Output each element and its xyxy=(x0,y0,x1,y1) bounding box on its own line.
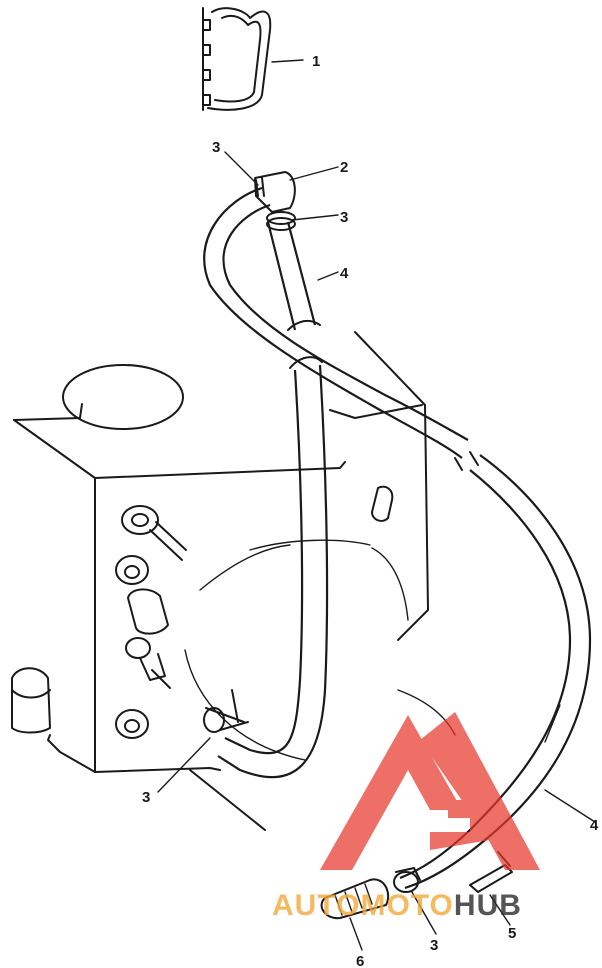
callout-5: 5 xyxy=(508,925,516,942)
part-4-hose-long xyxy=(399,451,592,890)
side-bracket xyxy=(11,667,51,734)
part-3-clamp-bottom xyxy=(393,867,421,893)
part-3-clamp-top xyxy=(266,211,296,231)
part-3-clamp-lower xyxy=(203,689,249,733)
callout-3-top-left: 3 xyxy=(212,139,220,156)
fuel-tank xyxy=(13,331,561,831)
callout-4-right: 4 xyxy=(590,817,599,834)
part-1-edge-trim xyxy=(202,7,272,111)
automotohub-watermark-logo xyxy=(320,712,540,870)
callout-3-lower-left: 3 xyxy=(142,789,150,806)
callout-3-bottom: 3 xyxy=(430,937,438,954)
part-4-hose-vertical xyxy=(217,356,329,779)
callout-2: 2 xyxy=(340,159,348,176)
tank-fittings xyxy=(115,485,394,739)
leader-lines xyxy=(157,59,596,951)
callout-4-upper: 4 xyxy=(340,265,349,282)
part-4-hose-upper xyxy=(203,186,469,459)
part-2-elbow-fitting xyxy=(254,171,296,213)
callout-6: 6 xyxy=(356,953,364,968)
part-6-inline-filter xyxy=(320,878,390,920)
watermark-text: AUTOMOTOHUB xyxy=(272,889,522,922)
callout-3-top-right: 3 xyxy=(340,209,348,226)
callout-1: 1 xyxy=(312,53,320,70)
